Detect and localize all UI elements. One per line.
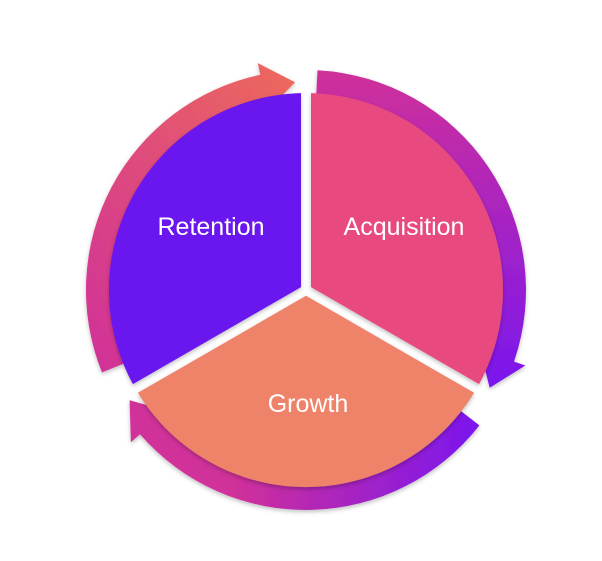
retention-label: Retention bbox=[157, 213, 264, 241]
growth-arrow bbox=[129, 400, 480, 510]
growth-label: Growth bbox=[268, 390, 349, 418]
retention-arrow bbox=[85, 63, 296, 373]
acquisition-arrow bbox=[316, 70, 526, 388]
growth-segment bbox=[137, 295, 475, 488]
acquisition-segment bbox=[311, 93, 504, 385]
retention-segment bbox=[108, 93, 301, 385]
acquisition-label: Acquisition bbox=[344, 213, 465, 241]
